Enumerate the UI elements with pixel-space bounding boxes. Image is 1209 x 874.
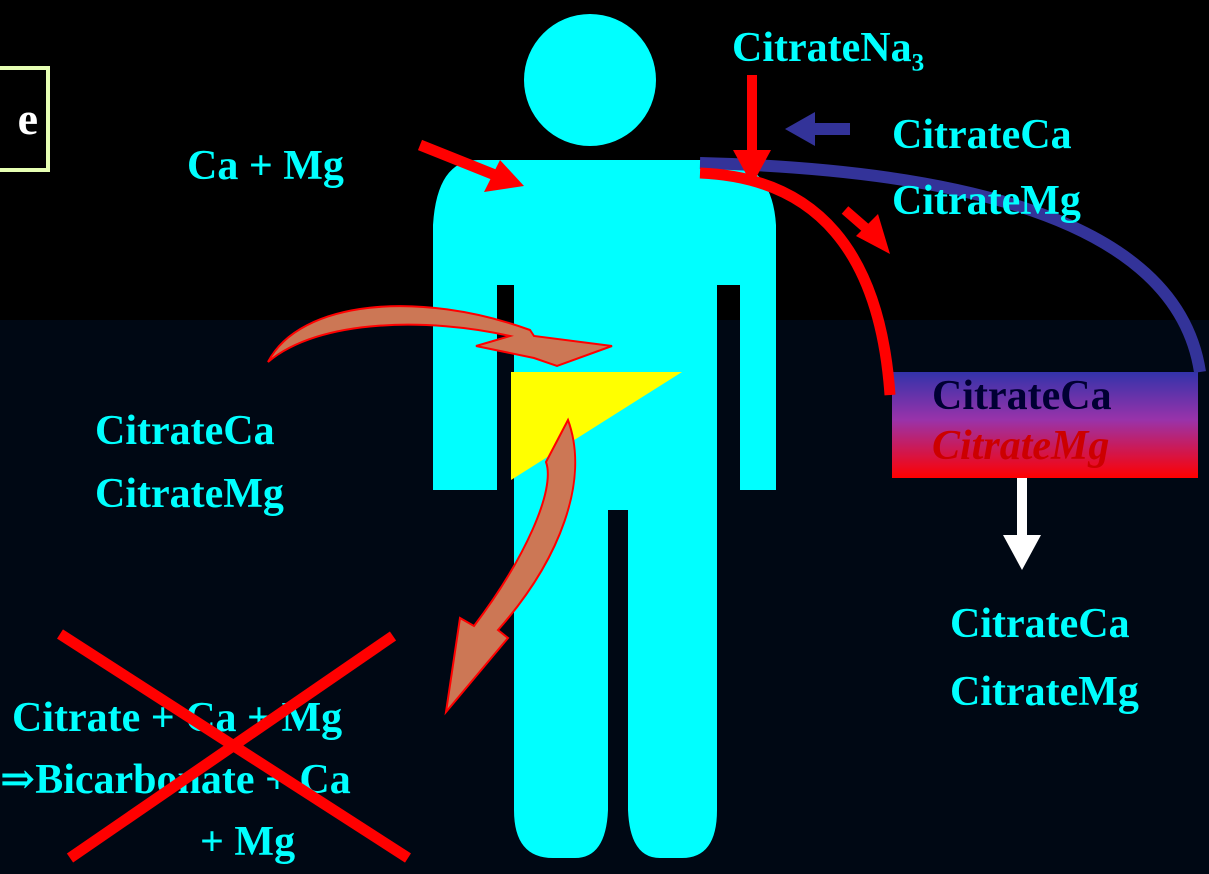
crossed-text-line3: + Mg — [200, 818, 295, 866]
urine-box-line2: CitrateMg — [932, 422, 1109, 470]
label-citrate-na3-sub: 3 — [912, 49, 925, 76]
label-gut-line2: CitrateMg — [95, 470, 284, 518]
crossed-text-line1: Citrate + Ca + Mg — [12, 694, 342, 742]
label-gut-line1: CitrateCa — [95, 407, 275, 455]
label-excreted-line2: CitrateMg — [950, 668, 1139, 716]
human-figure — [433, 14, 776, 858]
label-ca-mg: Ca + Mg — [187, 142, 344, 190]
blue-arrow-left — [785, 112, 850, 146]
figure-head — [524, 14, 656, 146]
figure-body — [433, 160, 776, 858]
label-feedback-line1: CitrateCa — [892, 111, 1072, 159]
label-excreted-line1: CitrateCa — [950, 600, 1130, 648]
urine-box-line1: CitrateCa — [932, 372, 1112, 420]
white-arrow-down — [1003, 478, 1041, 570]
crossed-text-line2: ⇒Bicarbonate + Ca — [0, 756, 351, 804]
label-citrate-na3: CitrateNa3 — [732, 24, 924, 87]
label-feedback-line2: CitrateMg — [892, 177, 1081, 225]
label-citrate-na3-text: CitrateNa — [732, 25, 912, 71]
